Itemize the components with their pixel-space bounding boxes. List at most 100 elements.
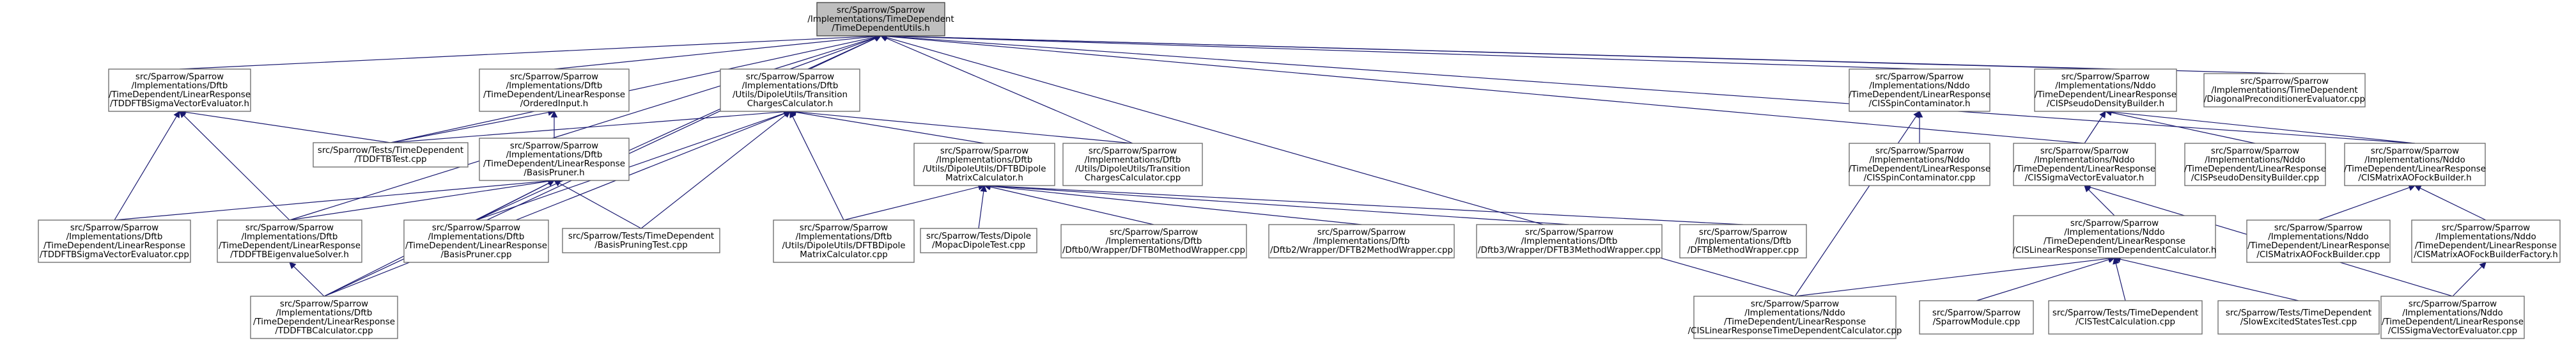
dependency-edge [114,111,180,221]
node-label-line: /CISSigmaVectorEvaluator.cpp [2388,326,2517,336]
graph-node[interactable]: src/Sparrow/Sparrow/Implementations/Dftb… [913,143,1055,186]
graph-node[interactable]: src/Sparrow/Tests/Dipole/MopacDipoleTest… [920,228,1037,253]
graph-node[interactable]: src/Sparrow/Tests/TimeDependent/SlowExci… [2217,300,2380,335]
node-box [1849,143,1990,186]
node-label-line: src/Sparrow/Sparrow [2371,147,2459,156]
node-label-line: /Dftb3/Wrapper/DFTB3MethodWrapper.cpp [1478,246,1661,255]
node-label-line: /Implementations/Dftb [1085,155,1181,165]
graph-node[interactable]: src/Sparrow/Sparrow/Implementations/Nddo… [1849,68,1990,112]
node-label-line: src/Sparrow/Sparrow [2274,223,2363,233]
dependency-edge [983,182,1570,225]
graph-node[interactable]: src/Sparrow/Sparrow/Implementations/Nddo… [1849,143,1990,186]
node-label-line: /Implementations/Nddo [2064,228,2165,237]
node-label-line: /Utils/DipoleUtils/Transition [1075,164,1190,174]
node-label-line: /Implementations/Nddo [1869,155,1970,165]
edge-line [2452,266,2483,297]
node-label-line: /CISPseudoDensityBuilder.cpp [2191,173,2319,183]
graph-node[interactable]: src/Sparrow/Sparrow/Implementations/Nddo… [2344,143,2486,186]
graph-node[interactable]: src/Sparrow/Sparrow/Implementations/Dftb… [479,68,630,112]
arrow-head-icon [289,262,297,269]
graph-node[interactable]: src/Sparrow/Sparrow/Implementations/Nddo… [2034,68,2177,112]
graph-node[interactable]: src/Sparrow/Sparrow/Implementations/Nddo… [2184,143,2326,186]
node-label-line: /Implementations/Nddo [1869,81,1970,91]
node-box [720,68,860,112]
node-box [2034,68,2177,112]
graph-node[interactable]: src/Sparrow/Sparrow/Implementations/Dftb… [250,296,398,339]
dependency-edge [390,108,791,143]
node-label-line: src/Sparrow/Tests/TimeDependent [318,146,463,155]
graph-node[interactable]: src/Sparrow/Sparrow/Implementations/Dftb… [1268,224,1455,259]
node-label-line: /TimeDependent/LinearResponse [2035,90,2176,100]
arrow-head-icon [554,180,561,187]
node-label-line: /TDDFTBSigmaVectorEvaluator.h [110,99,249,109]
dependency-edge [289,262,325,297]
node-label-line: /MopacDipoleTest.cpp [932,241,1025,250]
graph-node[interactable]: src/Sparrow/Sparrow/Implementations/Dftb… [479,138,630,181]
node-label-line: src/Sparrow/Sparrow [746,72,834,82]
edge-line [886,36,2416,144]
node-label-line: /CISMatrixAOFockBuilder.cpp [2256,250,2380,260]
graph-node[interactable]: src/Sparrow/Sparrow/Implementations/Dftb… [108,68,251,112]
graph-node[interactable]: src/Sparrow/Sparrow/Implementations/Dftb… [217,219,362,263]
node-box [2344,143,2486,186]
node-label-line: /TimeDependent/LinearResponse [253,317,395,327]
graph-node[interactable]: src/Sparrow/Sparrow/Implementations/Dftb… [720,68,860,112]
node-label-line: /Implementations/Nddo [2402,308,2503,318]
graph-node[interactable]: src/Sparrow/Sparrow/Implementations/Nddo… [2013,215,2217,259]
node-label-line: src/Sparrow/Sparrow [940,147,1028,156]
node-label-line: src/Sparrow/Sparrow [2061,72,2150,82]
arrow-head-icon [1913,111,1920,118]
node-label-line: /Utils/DipoleUtils/Transition [733,90,848,100]
dependency-edge [178,109,391,143]
dependency-edge [390,109,555,143]
graph-node[interactable]: src/Sparrow/Sparrow/Implementations/Dftb… [1476,224,1663,259]
node-label-line: MatrixCalculator.cpp [800,250,888,260]
graph-node[interactable]: src/Sparrow/Sparrow/Implementations/Dftb… [1060,224,1247,259]
graph-node[interactable]: src/Sparrow/Sparrow/Implementations/Dftb… [773,219,915,263]
graph-node[interactable]: src/Sparrow/Sparrow/Implementations/Dftb… [1679,224,1807,259]
edge-line [886,36,2085,144]
edge-line [2115,263,2126,301]
edge-line [179,35,876,70]
graph-node[interactable]: src/Sparrow/Tests/TimeDependent/BasisPru… [562,228,720,253]
graph-node[interactable]: src/Sparrow/Sparrow/Implementations/Nddo… [2013,143,2156,186]
node-box [250,296,398,339]
graph-node[interactable]: src/Sparrow/Sparrow/Implementations/Nddo… [2411,219,2561,263]
node-label-line: /TimeDependent/LinearResponse [1849,90,1990,100]
edge-line [390,111,785,143]
graph-node[interactable]: src/Sparrow/Sparrow/Implementations/Dftb… [403,219,549,263]
dependency-edge [2318,184,2416,221]
node-label-line: /TimeDependent/LinearResponse [405,241,547,251]
graph-node[interactable]: src/Sparrow/Sparrow/Implementations/Nddo… [1688,296,1902,339]
edge-line [559,182,642,229]
graph-node[interactable]: src/Sparrow/Sparrow/Implementations/Nddo… [2246,219,2391,263]
node-box [479,68,630,112]
node-label-line: /CISPseudoDensityBuilder.h [2047,99,2164,109]
node-label-line: src/Sparrow/Sparrow [1751,299,1839,309]
node-label-line: /Implementations/TimeDependent [2211,86,2357,95]
node-box [816,2,945,36]
dependency-edge [640,111,791,229]
dependency-edge [789,108,1133,144]
edge-line [289,180,549,221]
node-label-line: src/Sparrow/Tests/TimeDependent [568,232,714,241]
node-label-line: src/Sparrow/Sparrow [1525,228,1613,237]
node-label-line: /Implementations/Dftb [1521,237,1618,246]
root-node[interactable]: src/Sparrow/Sparrow/Implementations/Time… [807,2,954,36]
graph-node[interactable]: src/Sparrow/Sparrow/Implementations/Dftb… [38,219,191,263]
edge-line [989,186,1154,225]
graph-node[interactable]: src/Sparrow/Sparrow/Implementations/Dftb… [1062,143,1203,186]
graph-node[interactable]: src/Sparrow/Tests/TimeDependent/CISTestC… [2048,300,2203,335]
graph-node[interactable]: src/Sparrow/Tests/TimeDependent/TDDFTBTe… [313,142,469,168]
graph-node[interactable]: src/Sparrow/Sparrow/Implementations/Time… [2203,73,2366,107]
node-label-line: /TimeDependent/LinearResponse [2044,237,2185,246]
node-label-line: src/Sparrow/Sparrow [2409,299,2497,309]
node-label-line: src/Sparrow/Tests/TimeDependent [2052,308,2198,318]
node-label-line: src/Sparrow/Sparrow [510,141,598,151]
graph-node[interactable]: src/Sparrow/Sparrow/Implementations/Nddo… [2380,296,2525,339]
node-box [2217,300,2380,335]
edge-line [2084,116,2103,144]
graph-node[interactable]: src/Sparrow/Sparrow/SparrowModule.cpp [1919,300,2034,335]
node-label-line: /Implementations/Dftb [132,81,228,91]
node-label-line: /TimeDependent/LinearResponse [2415,241,2557,251]
